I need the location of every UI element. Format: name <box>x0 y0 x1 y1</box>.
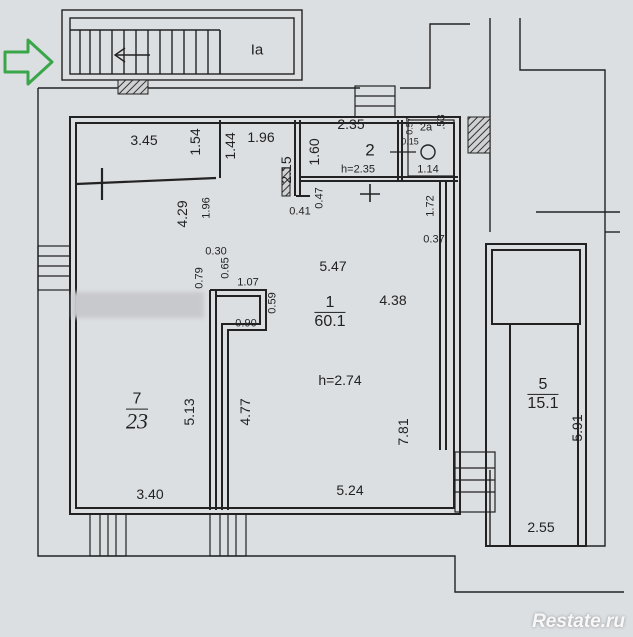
room-5-area: 15.1 <box>527 394 559 412</box>
dim-107: 1.07 <box>237 276 259 289</box>
dim-114: 1.14 <box>417 163 439 176</box>
dim-429: 4.29 <box>174 200 190 228</box>
dim-547: 5.47 <box>319 258 347 274</box>
room-7-number: 7 <box>126 391 148 410</box>
redacted-area <box>72 292 204 318</box>
dim-015: 0.15 <box>401 136 419 147</box>
dim-065: 0.65 <box>219 257 232 279</box>
dim-041: 0.41 <box>289 205 311 218</box>
dim-524: 5.24 <box>336 482 364 498</box>
column-top <box>117 79 149 95</box>
room-7-label: 7 23 <box>126 391 148 434</box>
dim-047: 0.47 <box>313 187 326 209</box>
dim-340: 3.40 <box>136 486 164 502</box>
dim-215: 2.15 <box>278 156 294 184</box>
dim-591: 5.91 <box>569 414 585 442</box>
dim-090: 0.90 <box>235 317 257 330</box>
room-5-walls <box>485 243 587 547</box>
dim-235: 2.35 <box>337 116 365 132</box>
dim-037: 0.37 <box>423 233 445 246</box>
dim-438: 4.38 <box>379 292 407 308</box>
dim-053: .53 <box>435 114 448 130</box>
dim-057: 0.57 <box>404 117 415 135</box>
dim-160: 1.60 <box>306 138 322 166</box>
column-right <box>467 116 491 154</box>
toilet-icon <box>420 144 436 160</box>
door-tick <box>360 184 380 202</box>
dim-144: 1.44 <box>222 132 238 160</box>
stair-label: Ia <box>250 41 264 59</box>
entrance-arrow-icon <box>3 38 54 86</box>
dim-781: 7.81 <box>395 418 411 446</box>
dim-255: 2.55 <box>527 519 555 535</box>
bathroom-2a <box>407 119 455 177</box>
room-1-height: h=2.74 <box>318 372 362 388</box>
room-1-area: 60.1 <box>314 312 346 330</box>
stair-block <box>61 9 303 81</box>
room-1-number: 1 <box>314 294 346 313</box>
windows <box>37 85 496 557</box>
dim-513: 5.13 <box>181 398 197 426</box>
dim-196a: 1.96 <box>247 129 275 145</box>
wall-line <box>75 176 217 186</box>
room-5-number: 5 <box>527 376 559 395</box>
room-7-area: 23 <box>126 408 148 434</box>
dim-477: 4.77 <box>237 398 253 426</box>
dim-154: 1.54 <box>187 128 203 156</box>
room-2-number: 2 <box>365 140 375 160</box>
dim-196b: 1.96 <box>200 197 213 219</box>
watermark: Restate.ru <box>532 611 625 632</box>
room-1-label: 1 60.1 <box>314 294 346 330</box>
dim-059: 0.59 <box>266 292 279 314</box>
room-5-label: 5 15.1 <box>527 376 559 412</box>
room-2-height: h=2.35 <box>341 163 375 176</box>
dim-172: 1.72 <box>424 195 437 217</box>
dim-079: 0.79 <box>193 267 206 289</box>
dim-030: 0.30 <box>205 245 227 258</box>
room-2a-number: 2a <box>419 121 433 134</box>
dim-345: 3.45 <box>130 132 158 148</box>
column-inner <box>281 167 291 197</box>
